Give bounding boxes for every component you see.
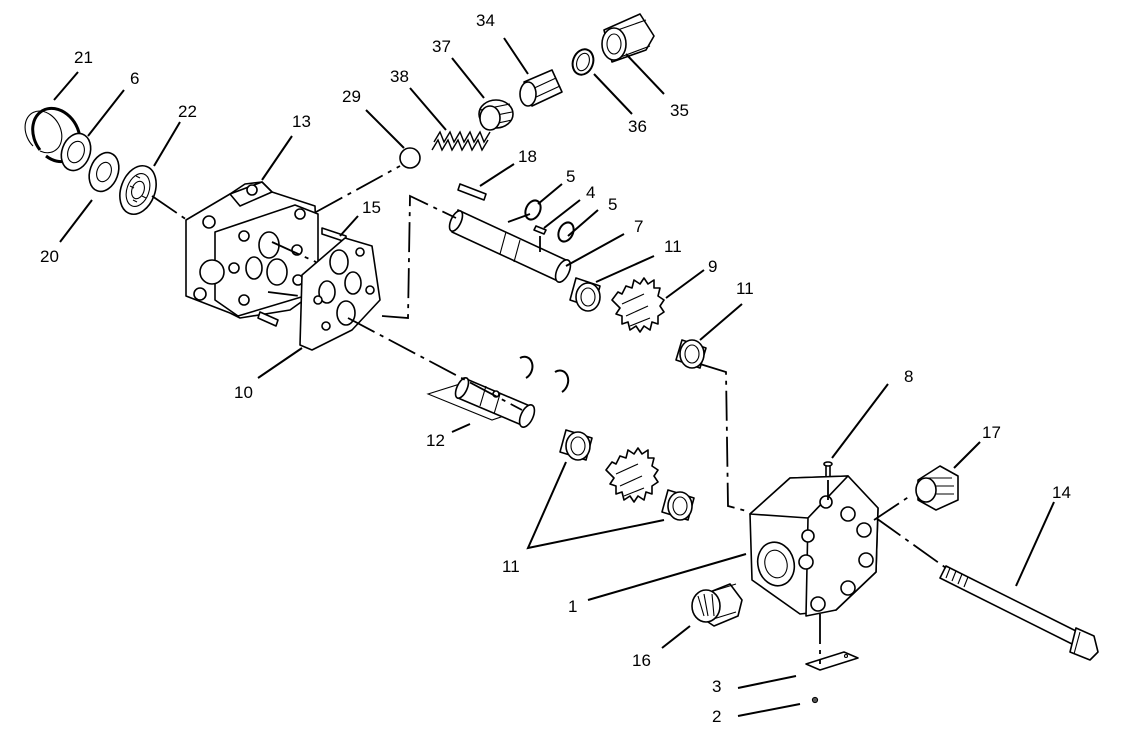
part-needle-bearing-11-c [559,429,593,461]
part-needle-bearing-11-a [569,277,601,312]
part-cap-screw-14 [939,565,1099,661]
callout-38: 38 [390,67,409,86]
part-drive-screw-2 [811,696,819,704]
callout-18: 18 [518,147,537,166]
part-nameplate-3 [805,651,859,671]
center-lines [151,165,947,664]
part-ball-bearing-22 [119,164,157,216]
callout-13: 13 [292,112,311,131]
callout-12: 12 [426,431,445,450]
part-key-18 [457,183,487,201]
callout-labels: 21 6 22 13 29 38 37 34 36 35 18 5 4 5 7 … [40,11,1071,726]
callout-9: 9 [708,257,717,276]
part-retaining-ring-5-upper [524,199,575,243]
callout-29: 29 [342,87,361,106]
part-drive-gear-9 [611,277,665,333]
callout-6: 6 [130,69,139,88]
callout-11-b: 11 [736,279,754,298]
part-fitting-16 [691,583,743,627]
part-seal-6 [60,132,92,172]
callout-36: 36 [628,117,647,136]
callout-22: 22 [178,102,197,121]
part-key-4 [533,225,547,235]
part-pump-body-1 [749,475,879,617]
part-needle-bearing-11-d [661,489,695,521]
callout-3: 3 [712,677,721,696]
part-drive-shaft-7 [448,209,572,283]
part-fitting-17 [915,465,959,511]
part-needle-bearing-11-b [675,339,707,369]
part-washer-20 [88,151,120,193]
callout-34: 34 [476,11,495,30]
callout-11-c: 11 [502,557,520,576]
part-check-ball-29 [399,147,421,169]
callout-1: 1 [568,597,577,616]
part-plug-nut-35 [601,13,655,63]
part-relief-valve-34 [519,69,563,107]
callout-7: 7 [634,217,643,236]
part-idler-gear [605,447,659,503]
part-idler-shaft-12 [426,355,570,428]
callout-2: 2 [712,707,721,726]
callout-8: 8 [904,367,913,386]
part-spring-38 [431,130,491,152]
part-front-cover-13 [185,181,319,319]
callout-20: 20 [40,247,59,266]
callout-5-upper: 5 [566,167,575,186]
callout-10: 10 [234,383,253,402]
part-pin-8 [823,461,833,479]
callout-35: 35 [670,101,689,120]
part-spring-37 [478,99,514,131]
callout-37: 37 [432,37,451,56]
callout-4: 4 [586,183,595,202]
callout-21: 21 [74,48,93,67]
callout-16: 16 [632,651,651,670]
callout-5-lower: 5 [608,195,617,214]
leader-lines [53,37,1055,717]
part-dowel-pins-15 [257,227,347,327]
callout-17: 17 [982,423,1001,442]
callout-15: 15 [362,198,381,217]
part-o-ring-36 [571,48,595,76]
callout-14: 14 [1052,483,1071,502]
callout-11-a: 11 [664,237,682,256]
